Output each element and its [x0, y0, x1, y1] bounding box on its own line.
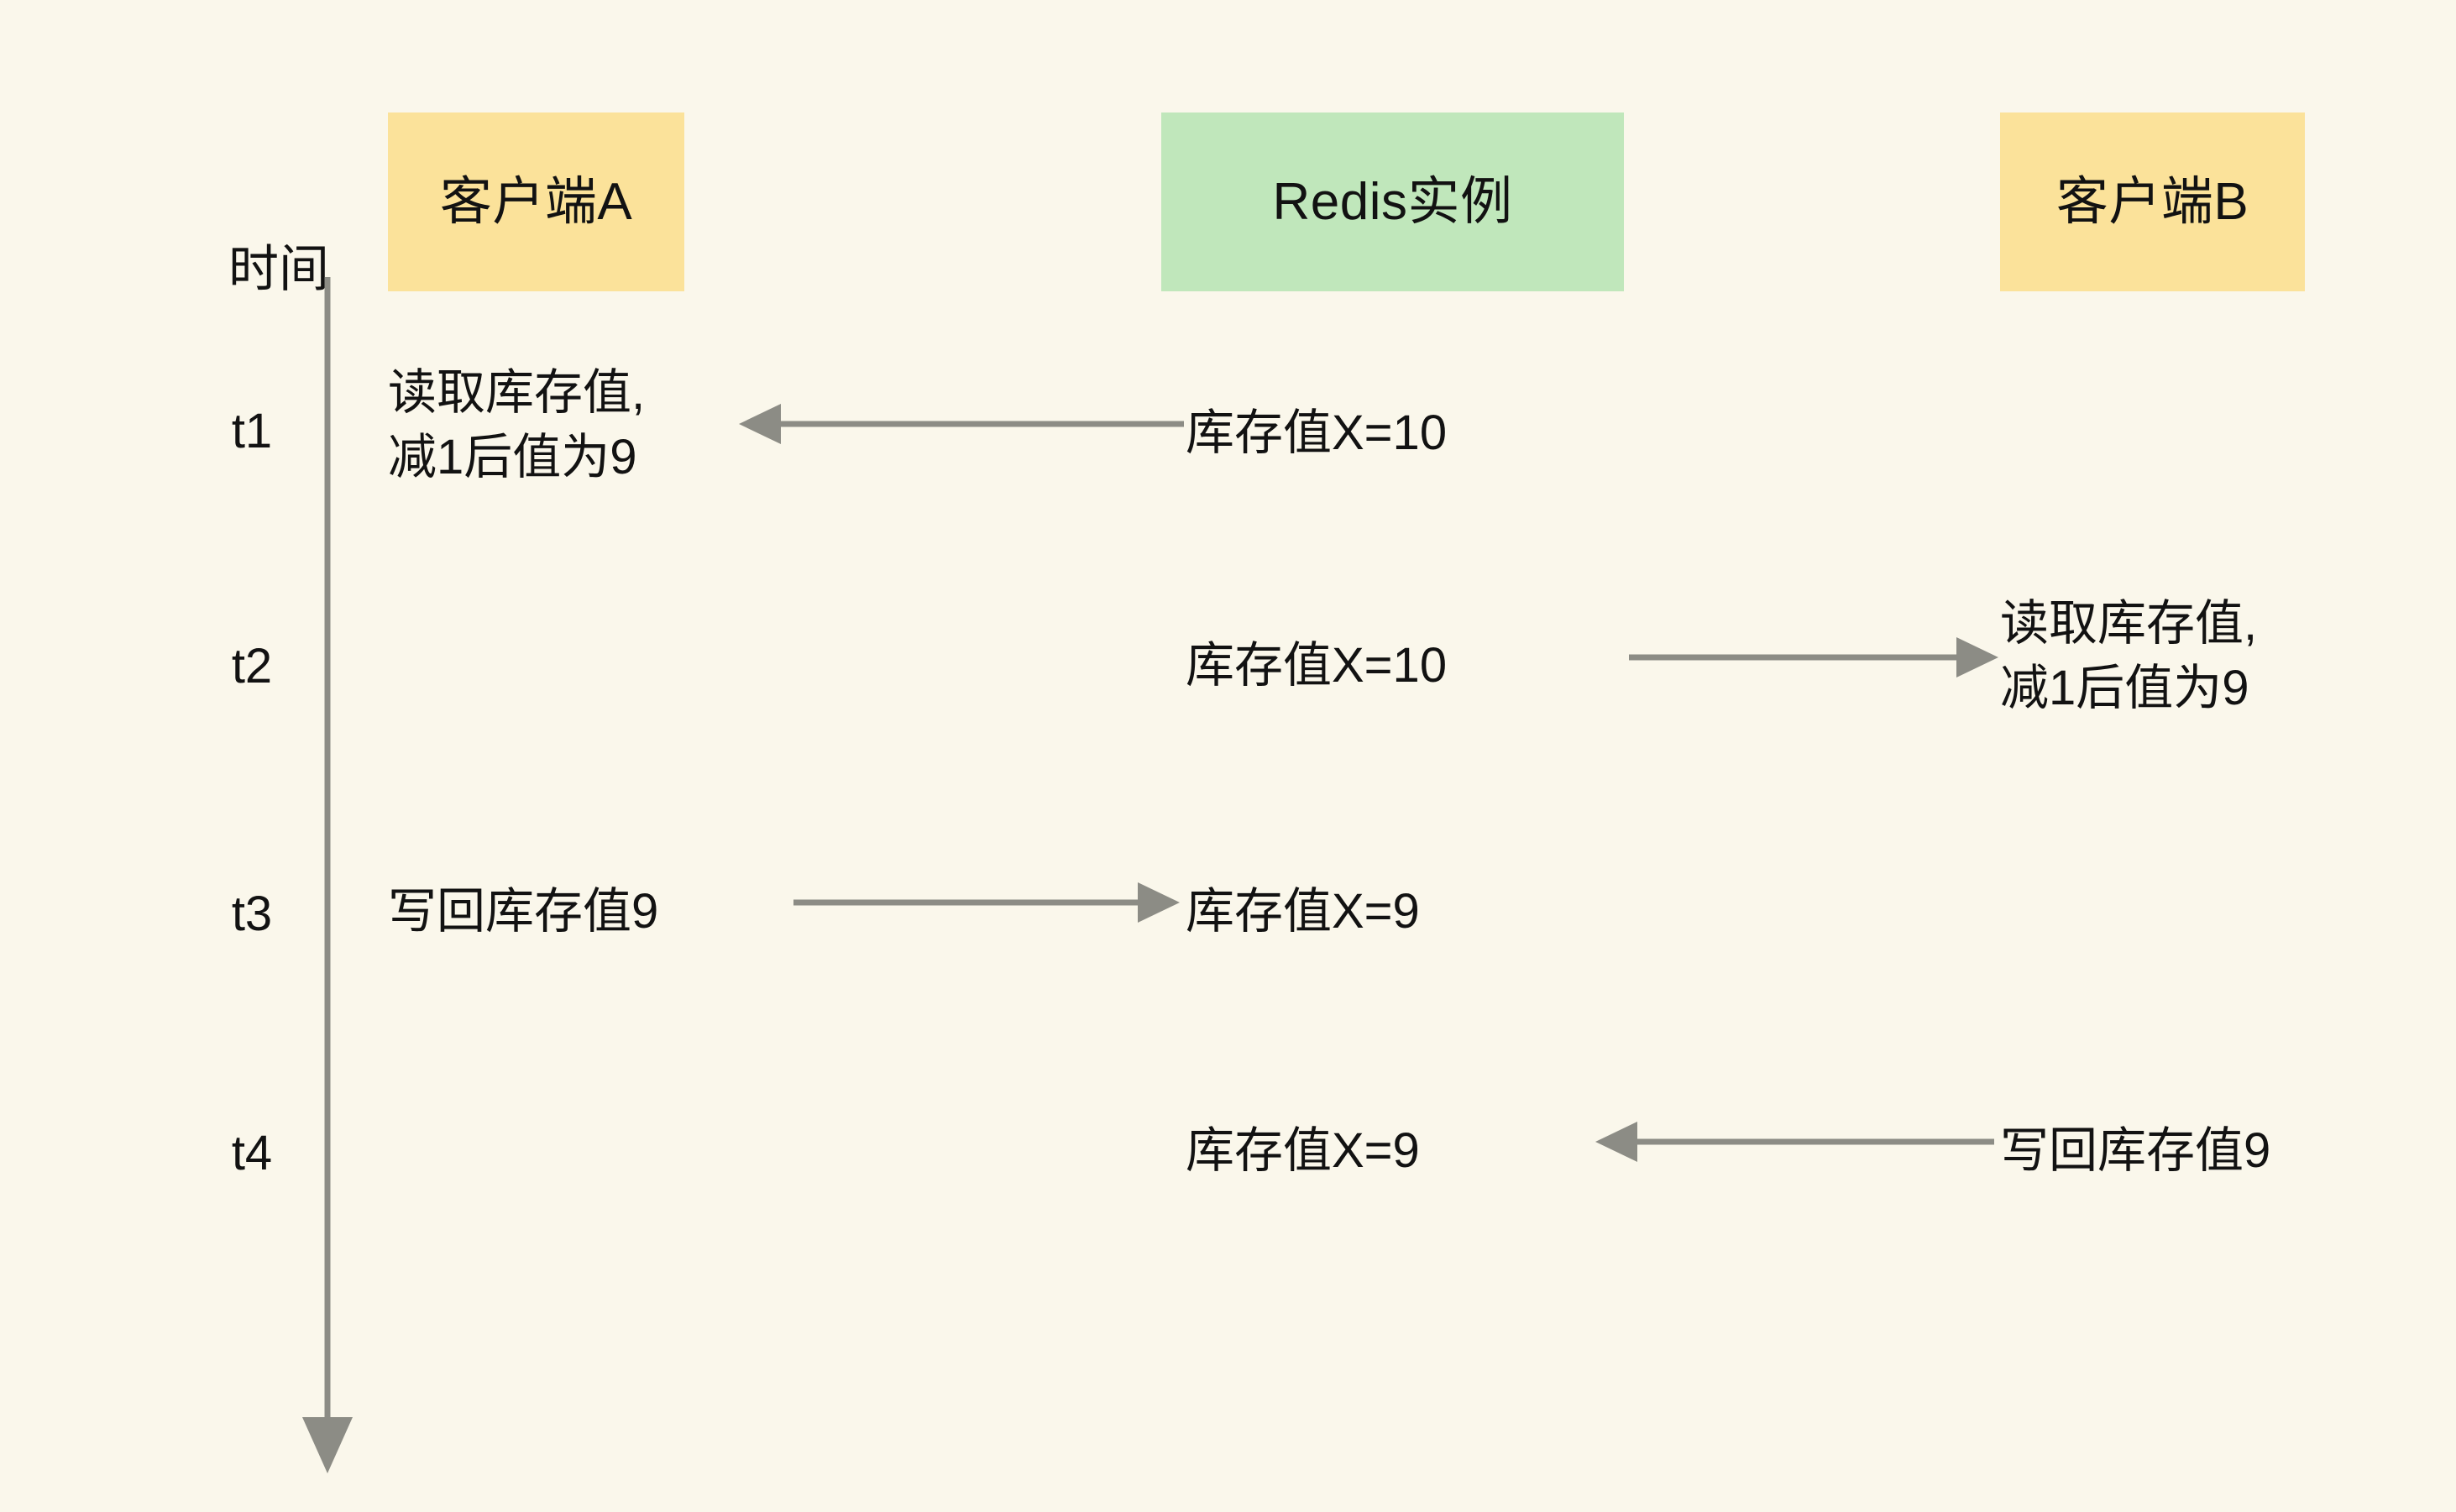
message-t4-redis: 库存值X=9: [1186, 1123, 1420, 1178]
time-tick-t3: t3: [231, 887, 273, 941]
message-t2-client-b: 读取库存值, 减1后值为9: [2000, 596, 2258, 715]
actor-label-client-b: 客户端B: [2055, 172, 2249, 231]
arrow-t2-redis-to-client-b: [1629, 628, 1998, 687]
message-t3-client-a: 写回库存值9: [388, 884, 659, 939]
message-t1-redis: 库存值X=10: [1186, 405, 1448, 460]
time-tick-t1: t1: [231, 404, 273, 458]
message-t1-client-a: 读取库存值, 减1后值为9: [388, 365, 646, 484]
arrow-t4-client-b-to-redis: [1595, 1112, 1994, 1171]
arrow-t1-redis-to-client-a: [739, 395, 1184, 453]
arrow-t3-client-a-to-redis: [793, 873, 1180, 932]
actor-box-client-a: 客户端A: [388, 112, 684, 291]
message-t4-client-b: 写回库存值9: [2000, 1123, 2271, 1178]
actor-label-client-a: 客户端A: [439, 172, 633, 231]
time-tick-t2: t2: [231, 639, 273, 693]
actor-box-client-b: 客户端B: [2000, 112, 2305, 291]
message-t2-redis: 库存值X=10: [1186, 638, 1448, 693]
actor-label-redis: Redis实例: [1272, 172, 1513, 231]
time-tick-t4: t4: [231, 1126, 273, 1180]
message-t3-redis: 库存值X=9: [1186, 884, 1420, 939]
actor-box-redis: Redis实例: [1161, 112, 1624, 291]
time-axis-label: 时间: [228, 241, 329, 297]
